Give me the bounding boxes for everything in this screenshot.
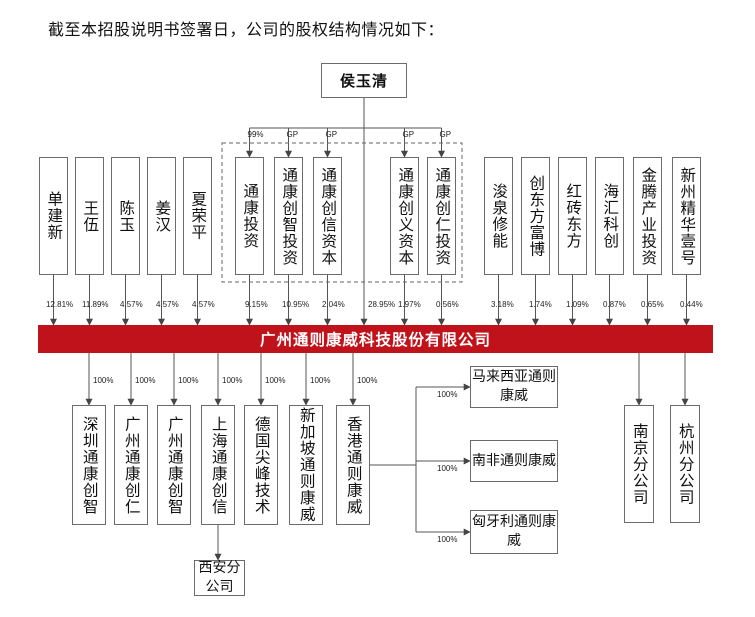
subsidiary-box: 广州通康创仁: [114, 405, 148, 525]
gp-label: GP: [402, 130, 415, 139]
shareholding-pct: 0.56%: [436, 300, 459, 309]
shareholder-box-label: 通康创仁投资: [433, 166, 452, 266]
hk-subsidiary-box-label: 马来西亚通则康威: [472, 369, 556, 404]
controller-name: 侯玉清: [339, 72, 388, 90]
subsidiary-box: 德国尖峰技术: [244, 405, 278, 525]
shareholder-box-label: 通康创智投资: [280, 166, 299, 266]
shareholding-pct: 4.57%: [156, 300, 179, 309]
shareholding-pct: 4.57%: [120, 300, 143, 309]
shareholder-box-label: 通康创义资本: [396, 166, 415, 266]
hk-subsidiary-pct: 100%: [437, 535, 458, 544]
shareholding-pct: 1.97%: [398, 300, 421, 309]
shareholder-box-label: 红砖东方: [564, 183, 583, 249]
shareholding-pct: 3.18%: [491, 300, 514, 309]
shareholder-box-label: 姜汉: [153, 199, 172, 233]
shareholder-box: 通康创义资本: [390, 157, 419, 275]
subsidiary-pct: 100%: [222, 376, 243, 385]
intro-text: 截至本招股说明书签署日，公司的股权结构情况如下：: [48, 20, 445, 39]
controller-direct-pct: 28.95%: [368, 300, 396, 309]
shareholder-box-label: 夏荣平: [189, 191, 208, 241]
gp-label: GP: [325, 130, 338, 139]
subsidiary-pct: 100%: [93, 376, 114, 385]
subsidiary-box-label: 新加坡通则康威: [297, 407, 316, 523]
shareholding-pct: 0.65%: [641, 300, 664, 309]
shareholder-box: 单建新: [39, 157, 68, 275]
hk-subsidiary-box: 南非通则康威: [470, 440, 558, 482]
shareholder-box: 王伍: [75, 157, 104, 275]
shareholder-box-label: 通康创信资本: [319, 166, 338, 266]
shareholder-box: 通康创智投资: [274, 157, 303, 275]
shareholding-pct: 4.57%: [192, 300, 215, 309]
subsidiary-box: 广州通康创智: [157, 405, 191, 525]
hk-subsidiary-box: 马来西亚通则康威: [470, 366, 558, 408]
branch-office-box-label: 南京分公司: [630, 422, 649, 506]
shareholder-box: 金腾产业投资: [633, 157, 662, 275]
shareholder-box: 通康投资: [235, 157, 264, 275]
subsidiary-box-label: 广州通康创智: [165, 415, 184, 515]
subsidiary-box: 新加坡通则康威: [289, 405, 323, 525]
shareholding-pct: 0.44%: [680, 300, 703, 309]
subsidiary-pct: 100%: [265, 376, 286, 385]
gp-label: GP: [439, 130, 452, 139]
subsidiary-pct: 100%: [178, 376, 199, 385]
hk-subsidiary-box-label: 匈牙利通则康威: [472, 514, 556, 549]
shareholding-pct: 1.74%: [529, 300, 552, 309]
subsidiary-box: 深圳通康创智: [72, 405, 106, 525]
shareholding-pct: 9.15%: [245, 300, 268, 309]
shareholding-pct: 0.87%: [603, 300, 626, 309]
shareholder-box: 陈玉: [111, 157, 140, 275]
subsidiary-pct: 100%: [135, 376, 156, 385]
hk-subsidiary-pct: 100%: [437, 464, 458, 473]
shareholder-box-label: 创东方富博: [527, 174, 546, 258]
shareholding-pct: 1.09%: [566, 300, 589, 309]
related-entities-dashed-group: [221, 142, 463, 283]
branch-office-box-label: 杭州分公司: [676, 422, 695, 506]
company-name: 广州通则康威科技股份有限公司: [259, 330, 491, 349]
subsidiary-box-label: 德国尖峰技术: [252, 415, 271, 515]
shareholder-box: 通康创仁投资: [427, 157, 456, 275]
shareholder-box-label: 单建新: [45, 191, 64, 241]
shareholder-box: 浚泉修能: [484, 157, 513, 275]
shareholder-box: 红砖东方: [558, 157, 587, 275]
xian-branch-box: 西安分公司: [194, 560, 245, 596]
shareholder-box-label: 浚泉修能: [490, 183, 509, 249]
gp-label: GP: [286, 130, 299, 139]
company-banner: 广州通则康威科技股份有限公司: [38, 325, 713, 353]
subsidiary-box-label: 广州通康创仁: [122, 415, 141, 515]
shareholder-box: 海汇科创: [595, 157, 624, 275]
branch-office-box: 南京分公司: [624, 405, 654, 523]
subsidiary-box: 上海通康创信: [201, 405, 235, 525]
shareholder-box: 夏荣平: [183, 157, 212, 275]
subsidiary-pct: 100%: [310, 376, 331, 385]
shareholder-box: 创东方富博: [521, 157, 550, 275]
hk-subsidiary-box: 匈牙利通则康威: [470, 510, 558, 554]
hk-subsidiary-pct: 100%: [437, 390, 458, 399]
shareholder-box-label: 海汇科创: [601, 183, 620, 249]
shareholding-pct: 12.81%: [46, 300, 74, 309]
shareholder-box: 通康创信资本: [313, 157, 342, 275]
shareholding-pct: 10.95%: [282, 300, 310, 309]
shareholder-box-label: 陈玉: [117, 199, 136, 233]
subsidiary-box: 香港通则康威: [336, 405, 370, 525]
hk-subsidiary-box-label: 南非通则康威: [472, 452, 556, 469]
shareholder-box-label: 金腾产业投资: [639, 166, 658, 266]
controller-box: 侯玉清: [321, 63, 407, 98]
shareholder-box: 新州精华壹号: [672, 157, 701, 275]
shareholding-pct: 2.04%: [322, 300, 345, 309]
shareholder-box-label: 王伍: [81, 199, 100, 233]
shareholder-box-label: 通康投资: [241, 183, 260, 249]
controller-share-pct: 99%: [247, 130, 264, 139]
subsidiary-box-label: 深圳通康创智: [80, 415, 99, 515]
shareholding-pct: 11.89%: [82, 300, 109, 309]
xian-branch-box-label: 西安分公司: [198, 560, 241, 595]
shareholder-box: 姜汉: [147, 157, 176, 275]
subsidiary-box-label: 上海通康创信: [209, 415, 228, 515]
subsidiary-box-label: 香港通则康威: [344, 415, 363, 515]
subsidiary-pct: 100%: [357, 376, 378, 385]
shareholder-box-label: 新州精华壹号: [678, 166, 697, 266]
branch-office-box: 杭州分公司: [670, 405, 700, 523]
